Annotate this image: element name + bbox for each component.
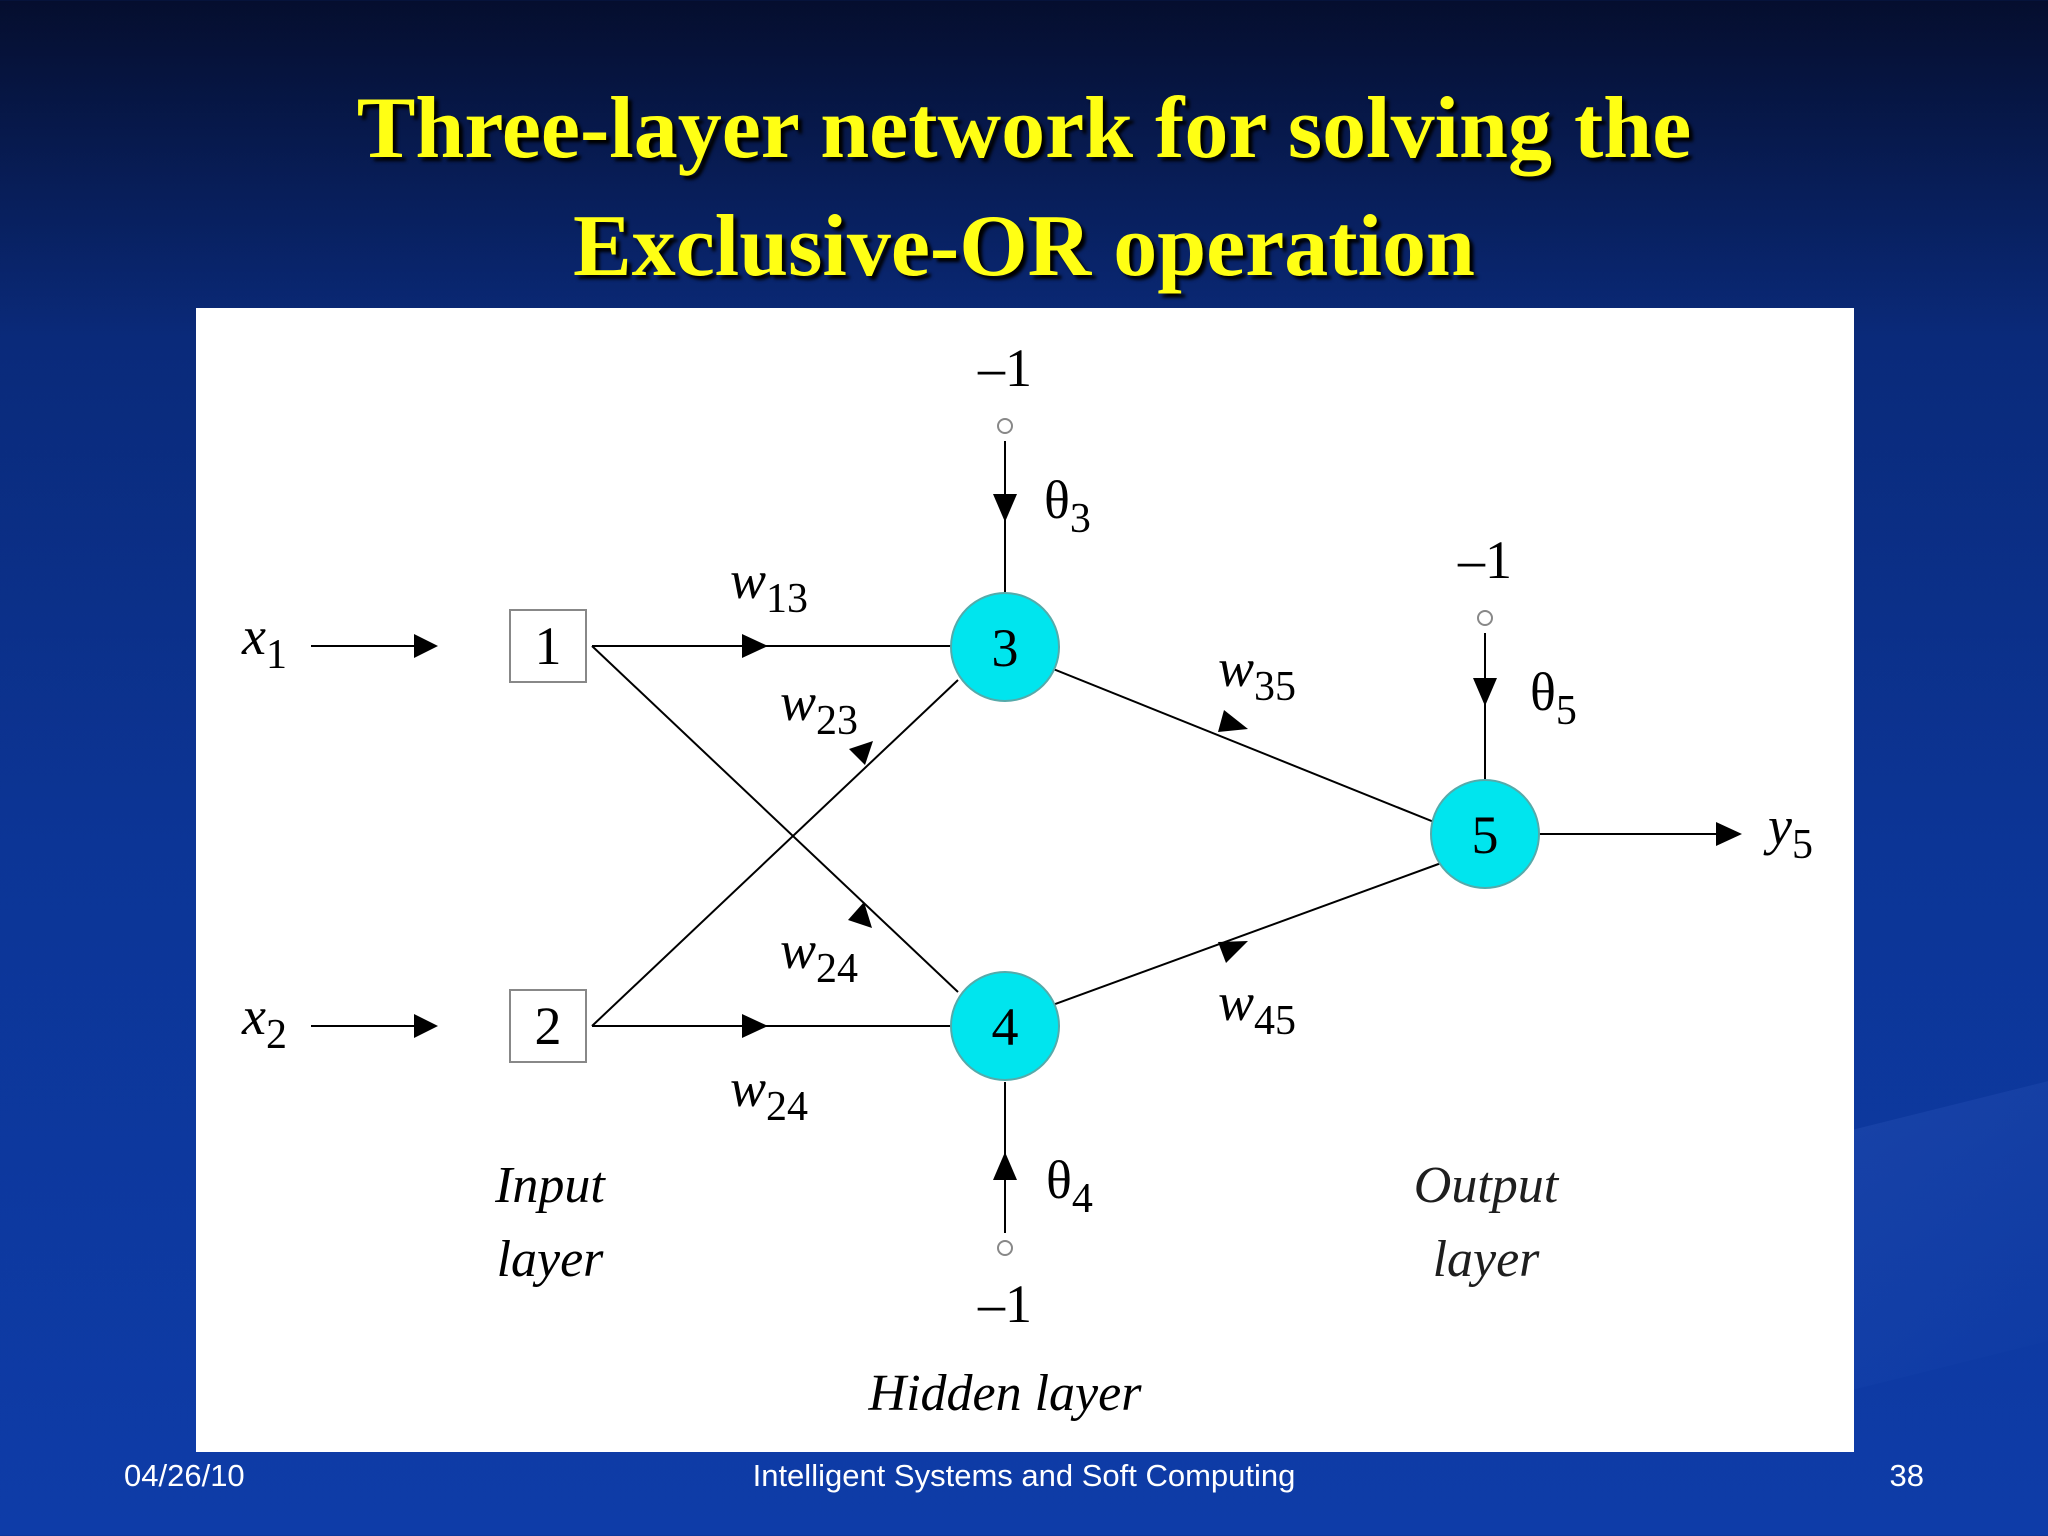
arrow-3-5 (1218, 710, 1248, 732)
footer-page-number: 38 (1889, 1458, 1924, 1493)
arrow-1-3 (742, 634, 768, 658)
network-diagram: 1 2 3 4 5 x1 x2 –1 –1 –1 θ3 θ4 θ5 (241, 338, 1813, 1422)
x1-arrowhead (414, 634, 438, 658)
input-x1-label: x1 (241, 606, 287, 678)
footer-date: 04/26/10 (124, 1458, 245, 1493)
title-line-1: Three-layer network for solving the (356, 80, 1692, 177)
arrow-1-4 (848, 902, 872, 928)
bias-5-terminal (1477, 610, 1493, 626)
arrow-2-3 (849, 741, 873, 765)
output-arrowhead (1716, 822, 1742, 846)
hidden-neuron-4 (950, 971, 1060, 1081)
x2-arrowhead (414, 1014, 438, 1038)
edge-3-5 (1005, 649, 1445, 827)
hidden-neuron-3-label: 3 (992, 618, 1019, 678)
theta3-label: θ3 (1044, 470, 1091, 542)
hidden-neuron-4-label: 4 (992, 997, 1019, 1057)
bias-top-label: –1 (977, 338, 1032, 398)
input-node-2-label: 2 (535, 996, 562, 1056)
weight-w35-label: w35 (1218, 638, 1296, 710)
input-x2-label: x2 (241, 986, 287, 1058)
input-node-2 (509, 989, 587, 1063)
theta4-label: θ4 (1046, 1150, 1093, 1222)
output-y5-label: y5 (1763, 796, 1813, 868)
bias-3-arrowhead (993, 494, 1017, 522)
title-line-2: Exclusive-OR operation (573, 198, 1475, 295)
arrow-2-4 (742, 1014, 768, 1038)
bias-bottom-label: –1 (977, 1274, 1032, 1334)
weight-w13-label: w13 (730, 550, 808, 622)
input-node-1 (509, 609, 587, 683)
weight-w24-lower-label: w24 (730, 1058, 808, 1130)
bias-5-arrowhead (1473, 678, 1497, 706)
bias-3-terminal (997, 418, 1013, 434)
input-layer-label-line1: Input (494, 1157, 606, 1214)
hidden-layer-label: Hidden layer (868, 1365, 1143, 1422)
output-layer-label-line2: layer (1433, 1231, 1541, 1288)
bias-mid-label: –1 (1457, 530, 1512, 590)
weight-w45-label: w45 (1218, 972, 1296, 1044)
theta5-label: θ5 (1530, 662, 1577, 734)
bias-4-terminal (997, 1240, 1013, 1256)
hidden-neuron-3 (950, 592, 1060, 702)
bias-4-arrowhead (993, 1152, 1017, 1180)
edge-2-3 (591, 679, 959, 1027)
input-layer-label-line2: layer (497, 1231, 605, 1288)
weight-w23-label: w23 (780, 672, 858, 744)
output-layer-label-line1: Output (1414, 1157, 1560, 1214)
weight-w24-upper-label: w24 (780, 920, 858, 992)
diagram-panel: 1 2 3 4 5 x1 x2 –1 –1 –1 θ3 θ4 θ5 (196, 308, 1854, 1452)
slide-title: Three-layer network for solving the Excl… (0, 70, 2048, 306)
arrow-4-5 (1218, 941, 1248, 963)
footer-course-title: Intelligent Systems and Soft Computing (752, 1458, 1296, 1493)
input-node-1-label: 1 (535, 616, 562, 676)
edge-1-4 (591, 645, 959, 993)
output-neuron-5-label: 5 (1472, 805, 1499, 865)
output-neuron-5 (1430, 779, 1540, 889)
